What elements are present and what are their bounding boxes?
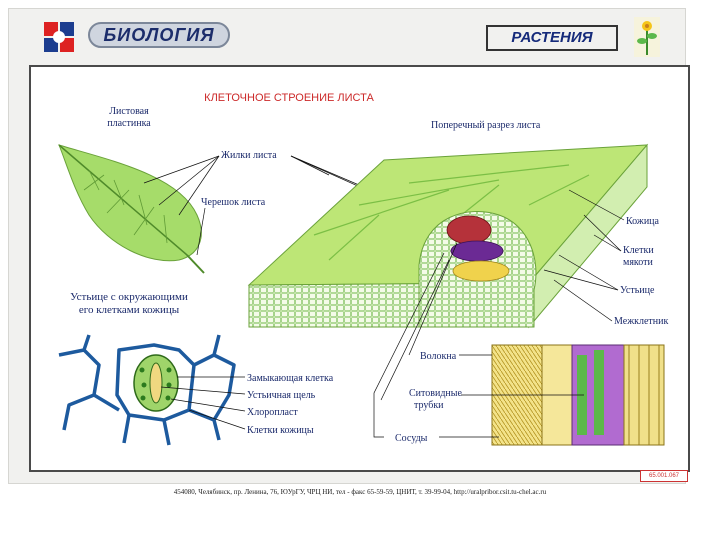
blade-label-line2: пластинка [107,118,151,129]
diagram-title: КЛЕТОЧНОЕ СТРОЕНИЕ ЛИСТА [204,92,374,104]
leaf-structure-diagram: КЛЕТОЧНОЕ СТРОЕНИЕ ЛИСТА Листовая пласти… [29,65,690,472]
leaf-blade-illustration [59,145,204,273]
stoma-label: Устьице [620,285,655,296]
subject-badge: БИОЛОГИЯ [88,22,230,48]
petiole-label: Черешок листа [201,197,266,208]
blade-label-line1: Листовая [109,106,149,117]
skin-cells-label: Клетки кожицы [247,425,314,436]
guard-cells [134,355,178,411]
stoma-panel-title-line2: его клетками кожицы [79,304,180,316]
epidermis-label: Кожица [626,216,660,227]
sieve-tubes-label-line1: Ситовидные [409,388,462,399]
code-badge: 65.001.067 [640,470,688,482]
plant-sprout-icon [634,17,660,57]
chloroplast-label: Хлоропласт [247,407,298,418]
stoma-panel-title-line1: Устьице с окружающими [70,291,188,303]
logo-icon [42,20,76,54]
footer-address: 454080, Челябинск, пр. Ленина, 76, ЮУрГУ… [0,488,720,496]
section-label: Поперечный разрез листа [431,120,541,131]
stomatal-slit-label: Устьичная щель [247,390,316,401]
mesophyll-label-line1: Клетки [623,245,654,256]
guard-cell-label: Замыкающая клетка [247,373,334,384]
topic-badge: РАСТЕНИЯ [486,25,618,51]
intercellular-label: Межклетник [614,316,668,327]
leaf-cross-section [249,145,647,327]
mesophyll-label-line2: мякоти [623,257,654,268]
vessels-label: Сосуды [395,433,428,444]
fibers-label: Волокна [420,351,457,362]
sieve-tubes-label-line2: трубки [414,400,444,411]
veins-label: Жилки листа [221,150,277,161]
